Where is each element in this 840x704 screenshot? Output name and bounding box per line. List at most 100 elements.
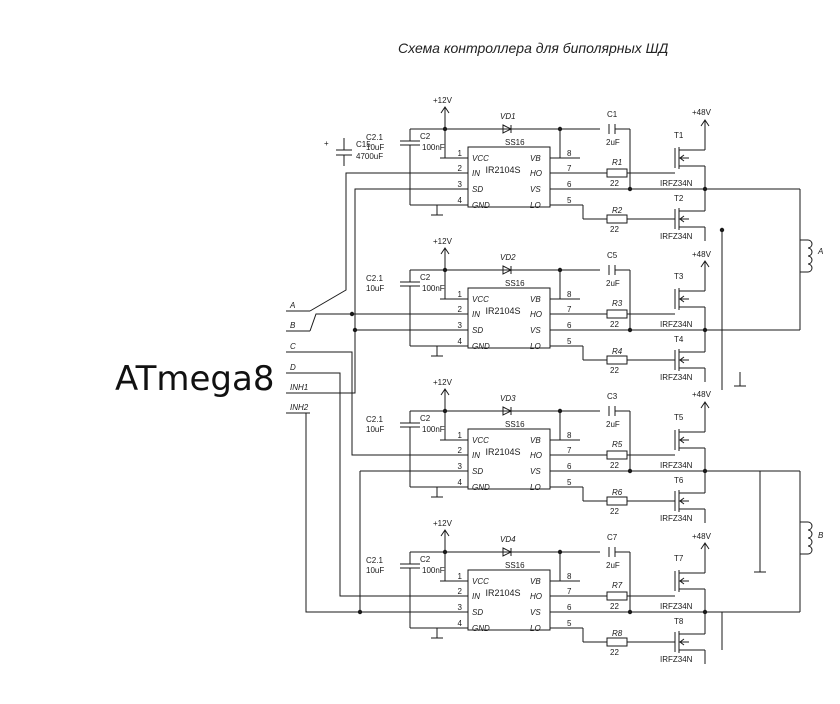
diagram-title: Схема контроллера для биполярных ШД [398,40,669,56]
inh1-wire [310,188,440,394]
ic-pin-name: HO [530,169,542,178]
c15-name: C15 [356,140,371,149]
resistor [606,355,628,365]
junction-dot [352,327,358,333]
junction-dot [702,609,708,615]
ic-pin-number: 6 [567,321,572,330]
ic-pin-number: 4 [458,478,463,487]
ic-pin-name: VS [530,467,541,476]
ic-pin-name: IN [472,451,480,460]
resistor [606,637,628,647]
cap-c2-name: C2 [420,414,431,423]
ic-pin-number: 3 [458,603,463,612]
input-c-wire [310,351,440,456]
gate-resistor-value: 22 [610,320,619,329]
junction-dot [702,468,708,474]
diode-part: SS16 [505,420,525,429]
motor-a-winding [807,263,813,273]
ic-pin-name: VB [530,154,541,163]
cap-c21-name: C2.1 [366,274,383,283]
diode-name: VD2 [500,253,516,262]
mosfet-arrow [679,497,685,505]
diode-symbol [502,406,513,416]
ic-pin-number: 7 [567,164,572,173]
mosfet-lo-part: IRFZ34N [660,373,693,382]
gate-resistor-name: R3 [612,299,623,308]
mosfet-lo-name: T4 [674,335,684,344]
diode-part: SS16 [505,138,525,147]
mosfet-hi-part: IRFZ34N [660,179,693,188]
supply-12v-label: +12V [433,96,453,105]
bootstrap-cap-value: 2uF [606,561,620,570]
resistor [606,450,628,460]
motor-a-label: A [817,247,823,256]
junction-dot [357,609,363,615]
supply-48v-label: +48V [692,108,712,117]
ic-pin-number: 6 [567,462,572,471]
ic-pin-name: VB [530,436,541,445]
cap-c21-value: 10uF [366,143,384,152]
cap-c21-value: 10uF [366,284,384,293]
mosfet-hi-name: T5 [674,413,684,422]
cap-c2-name: C2 [420,273,431,282]
ic-pin-name: GND [472,201,490,210]
ic-pin-number: 1 [458,149,463,158]
ic-pin-name: SD [472,608,483,617]
ic-pin-number: 2 [458,164,463,173]
junction-dot [442,549,448,555]
ic-pin-name: SD [472,326,483,335]
mosfet-lo-name: T2 [674,194,684,203]
gate-resistor-value: 22 [610,225,619,234]
signal-label-b: B [290,321,296,330]
motor-a-winding [807,255,813,265]
junction-dot [442,267,448,273]
ic-pin-number: 5 [567,196,572,205]
bootstrap-cap-value: 2uF [606,420,620,429]
gate-resistor-value: 22 [610,366,619,375]
ic-pin-name: GND [472,342,490,351]
mosfet-arrow [679,356,685,364]
ic-pin-name: IN [472,310,480,319]
ic-pin-name: VCC [472,436,489,445]
ic-pin-name: GND [472,483,490,492]
mosfet-hi-name: T3 [674,272,684,281]
ic-pin-name: HO [530,451,542,460]
c15-value: 4700uF [356,152,383,161]
cap-c2-value: 100nF [422,143,445,152]
cap-c2-value: 100nF [422,284,445,293]
driver-ic-part: IR2104S [485,165,520,175]
motor-b-winding [807,537,813,547]
ic-pin-number: 8 [567,431,572,440]
supply-12v-arrow [440,106,450,114]
driver-ic-part: IR2104S [485,306,520,316]
junction-dot [702,327,708,333]
c15-plus: + [324,139,329,148]
mosfet-arrow [679,577,685,585]
ic-pin-name: VS [530,608,541,617]
cap-c2-value: 100nF [422,566,445,575]
driver-ic-part: IR2104S [485,588,520,598]
supply-12v-arrow [440,529,450,537]
ic-pin-name: LO [530,342,541,351]
ic-pin-number: 2 [458,446,463,455]
supply-12v-arrow [440,247,450,255]
mosfet-lo-part: IRFZ34N [660,232,693,241]
input-a-wire [309,172,440,312]
cap-c21-value: 10uF [366,425,384,434]
cap-c21-name: C2.1 [366,556,383,565]
mosfet-arrow [679,436,685,444]
supply-48v-arrow [700,260,710,268]
signal-label-d: D [290,363,296,372]
ic-pin-number: 7 [567,305,572,314]
junction-dot [627,327,633,333]
signal-label-c: C [290,342,296,351]
signal-label-inh1: INH1 [290,383,308,392]
junction-dot [702,186,708,192]
ic-pin-number: 2 [458,587,463,596]
mosfet-lo-name: T8 [674,617,684,626]
ic-pin-number: 3 [458,180,463,189]
supply-12v-arrow [440,388,450,396]
resistor [606,496,628,506]
